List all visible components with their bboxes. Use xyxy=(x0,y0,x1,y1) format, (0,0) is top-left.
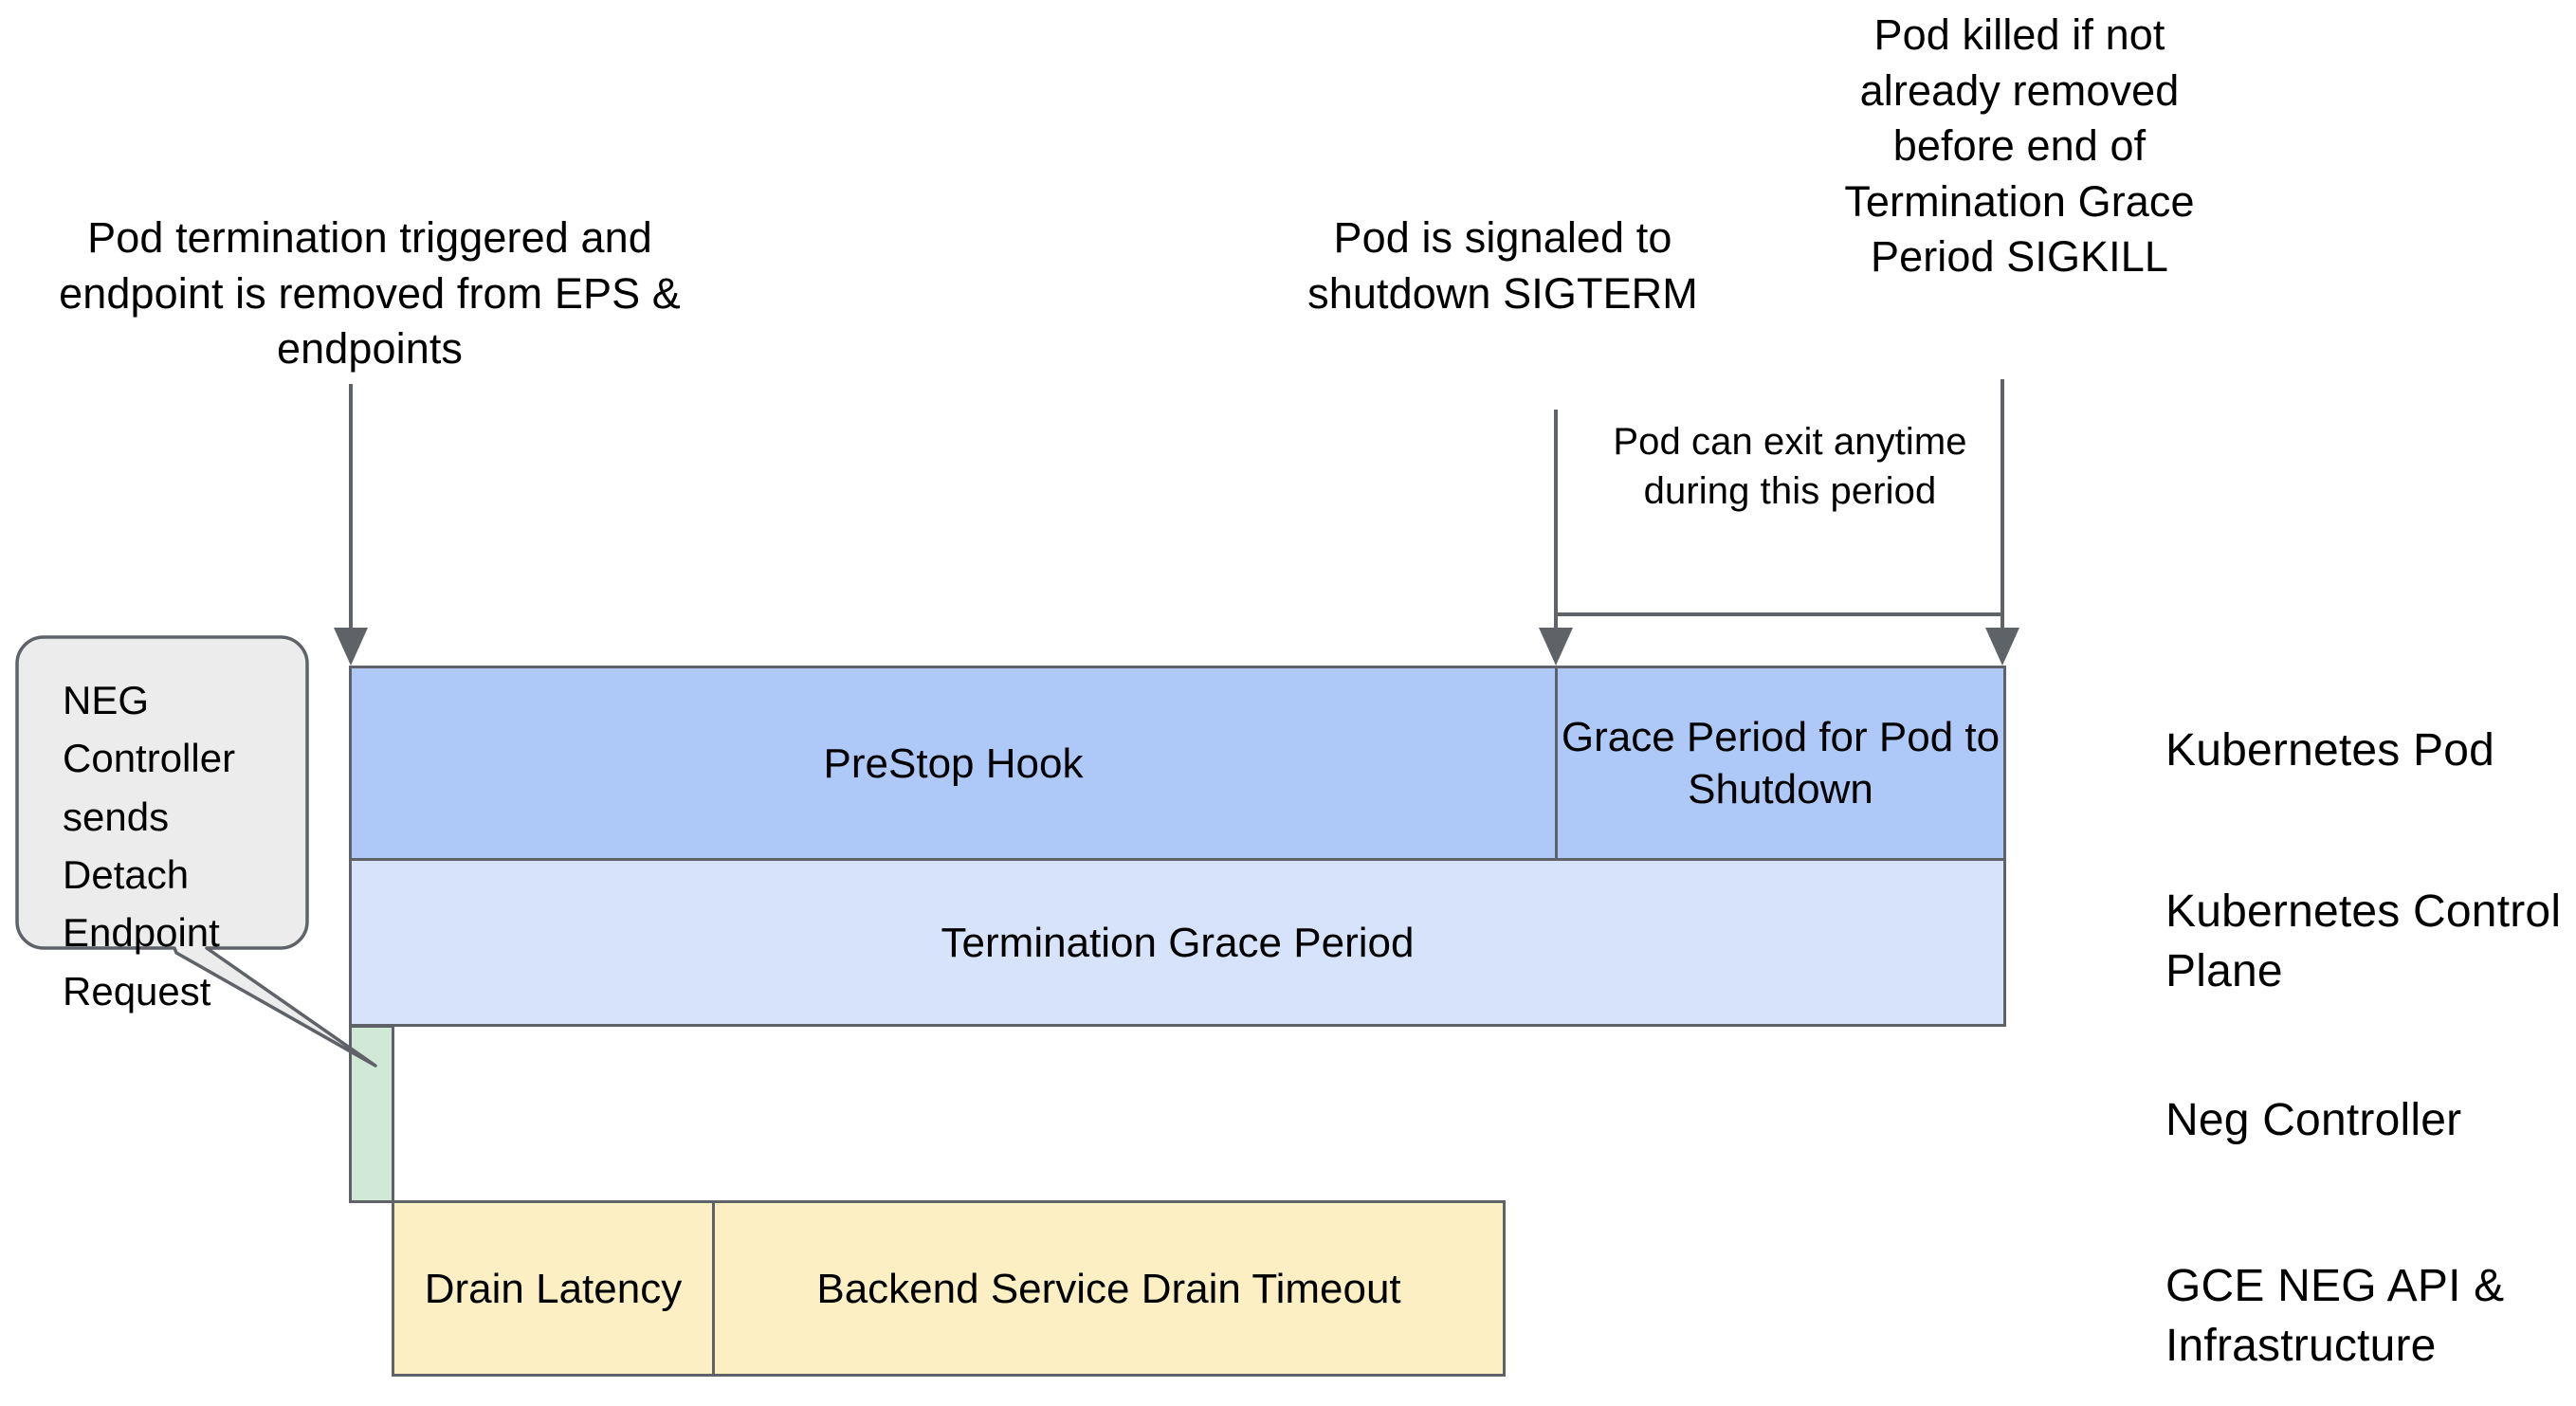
callout-shape xyxy=(15,635,377,1068)
annotation-pod-signaled-shutdown: Pod is signaled to shutdown SIGTERM xyxy=(1307,213,1698,318)
annotation-pod-can-exit-anytime: Pod can exit anytime during this period xyxy=(1613,421,1967,512)
callout-text: NEG Controller sends Detach Endpoint Req… xyxy=(63,678,236,1013)
lane-label-kubernetes-pod: Kubernetes Pod xyxy=(2165,725,2495,776)
bar-prestop-hook[interactable]: PreStop Hook xyxy=(349,666,1558,861)
lane-label-neg-controller: Neg Controller xyxy=(2165,1095,2462,1145)
lane-label-kubernetes-control-plane: Kubernetes Control Plane xyxy=(2165,886,2562,997)
bar-grace-period-for-pod-to-shutdown[interactable]: Grace Period for Pod to Shutdown xyxy=(1555,666,2006,861)
bar-drain-latency[interactable]: Drain Latency xyxy=(392,1200,715,1377)
bar-termination-grace-period[interactable]: Termination Grace Period xyxy=(349,858,2006,1027)
lane-label-gce-neg-api-infrastructure: GCE NEG API & Infrastructure xyxy=(2165,1261,2505,1372)
annotation-pod-killed-sigkill: Pod killed if not already removed before… xyxy=(1844,10,2195,281)
annotation-pod-termination-triggered: Pod termination triggered and endpoint i… xyxy=(59,213,681,373)
callout-neg-controller-detach[interactable]: NEG Controller sends Detach Endpoint Req… xyxy=(15,635,377,1068)
bar-backend-service-drain-timeout[interactable]: Backend Service Drain Timeout xyxy=(712,1200,1506,1377)
